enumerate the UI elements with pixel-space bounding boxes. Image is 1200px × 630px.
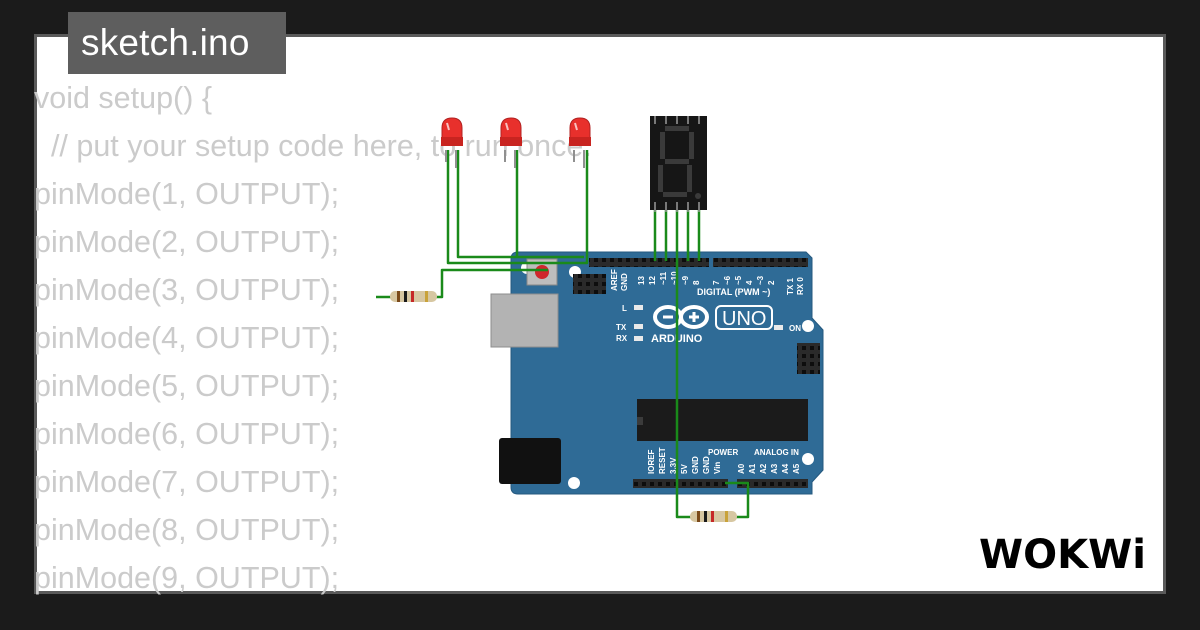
analog-header bbox=[737, 479, 808, 488]
tx-led-indicator bbox=[634, 324, 643, 329]
file-tab[interactable]: sketch.ino bbox=[68, 12, 286, 74]
pin-label: 7 bbox=[712, 280, 721, 285]
resistor-1[interactable] bbox=[390, 291, 437, 302]
red-led-1[interactable] bbox=[441, 117, 463, 168]
led-label: TX bbox=[616, 323, 627, 332]
power-label: POWER bbox=[708, 448, 738, 457]
pin-label: A1 bbox=[748, 463, 757, 474]
pin-label: GND bbox=[620, 273, 629, 291]
pin-label: IOREF bbox=[647, 449, 656, 474]
code-line: pinMode(7, OUTPUT); bbox=[34, 465, 340, 499]
mounting-hole bbox=[568, 477, 580, 489]
resistor-2[interactable] bbox=[690, 511, 737, 522]
red-led-2[interactable] bbox=[500, 117, 522, 168]
digital-header-right bbox=[713, 258, 808, 267]
red-led-3[interactable] bbox=[569, 117, 591, 168]
code-line: // put your setup code here, to run once… bbox=[34, 129, 592, 163]
uno-badge: UNO bbox=[715, 305, 773, 330]
code-line: pinMode(8, OUTPUT); bbox=[34, 513, 340, 547]
svg-text:WOKWi: WOKWi bbox=[979, 532, 1146, 578]
on-label: ON bbox=[789, 324, 801, 333]
code-line: pinMode(2, OUTPUT); bbox=[34, 225, 340, 259]
pin-label: 5V bbox=[680, 464, 689, 474]
led-label: L bbox=[622, 304, 627, 313]
pin-label: 2 bbox=[767, 280, 776, 285]
pin-label: Vin bbox=[713, 462, 722, 474]
pin-label: 13 bbox=[637, 276, 646, 285]
power-jack bbox=[499, 438, 561, 484]
arduino-uno-board[interactable]: AREF GND 13 12 ~11 ~10 ~9 8 7 ~6 ~5 4 ~3… bbox=[490, 251, 824, 495]
mounting-hole bbox=[802, 453, 814, 465]
on-led-indicator bbox=[774, 325, 783, 330]
svg-text:UNO: UNO bbox=[722, 308, 766, 330]
digital-label: DIGITAL (PWM ~) bbox=[697, 287, 770, 297]
pin-label: ~11 bbox=[659, 271, 668, 285]
pin-label: RESET bbox=[658, 447, 667, 474]
usb-port bbox=[490, 293, 559, 348]
l-led-indicator bbox=[634, 305, 643, 310]
pin-label: RX 0 bbox=[796, 277, 805, 295]
arduino-infinity-logo bbox=[653, 305, 709, 329]
pin-label: 8 bbox=[692, 280, 701, 285]
pin-label: A3 bbox=[770, 463, 779, 474]
pin-label: ~5 bbox=[734, 275, 743, 285]
microcontroller-chip bbox=[637, 399, 808, 441]
pin-label: 12 bbox=[648, 276, 657, 285]
pin-label: GND bbox=[702, 456, 711, 474]
code-line: pinMode(4, OUTPUT); bbox=[34, 321, 340, 355]
pin-label: ~9 bbox=[681, 275, 690, 285]
digital-header-left bbox=[589, 258, 709, 267]
code-line: pinMode(3, OUTPUT); bbox=[34, 273, 340, 307]
code-line: void setup() { bbox=[34, 81, 213, 115]
wokwi-logo: WOKWi bbox=[979, 532, 1146, 578]
power-header bbox=[633, 479, 728, 488]
pin-label: ~3 bbox=[756, 275, 765, 285]
pin-label: A4 bbox=[781, 463, 790, 474]
code-line: pinMode(9, OUTPUT); bbox=[34, 561, 340, 595]
code-line: pinMode(1, OUTPUT); bbox=[34, 177, 340, 211]
pin-label: A5 bbox=[792, 463, 801, 474]
icsp-header-2 bbox=[797, 343, 820, 374]
pin-label: A0 bbox=[737, 463, 746, 474]
pin-label: TX 1 bbox=[786, 278, 795, 295]
seven-segment-display[interactable] bbox=[650, 116, 707, 212]
pin-label: A2 bbox=[759, 463, 768, 474]
icsp-header bbox=[573, 274, 606, 294]
code-line: pinMode(5, OUTPUT); bbox=[34, 369, 340, 403]
pin-label: AREF bbox=[610, 269, 619, 291]
analog-label: ANALOG IN bbox=[754, 448, 799, 457]
code-editor[interactable]: void setup() { // put your setup code he… bbox=[34, 74, 1034, 602]
rx-led-indicator bbox=[634, 336, 643, 341]
mounting-hole bbox=[802, 320, 814, 332]
code-line: pinMode(6, OUTPUT); bbox=[34, 417, 340, 451]
pin-label: ~10 bbox=[670, 271, 679, 285]
pin-label: GND bbox=[691, 456, 700, 474]
pin-label: 4 bbox=[745, 280, 754, 285]
led-label: RX bbox=[616, 334, 628, 343]
pin-label: 3.3V bbox=[669, 457, 678, 474]
pin-label: ~6 bbox=[723, 275, 732, 285]
